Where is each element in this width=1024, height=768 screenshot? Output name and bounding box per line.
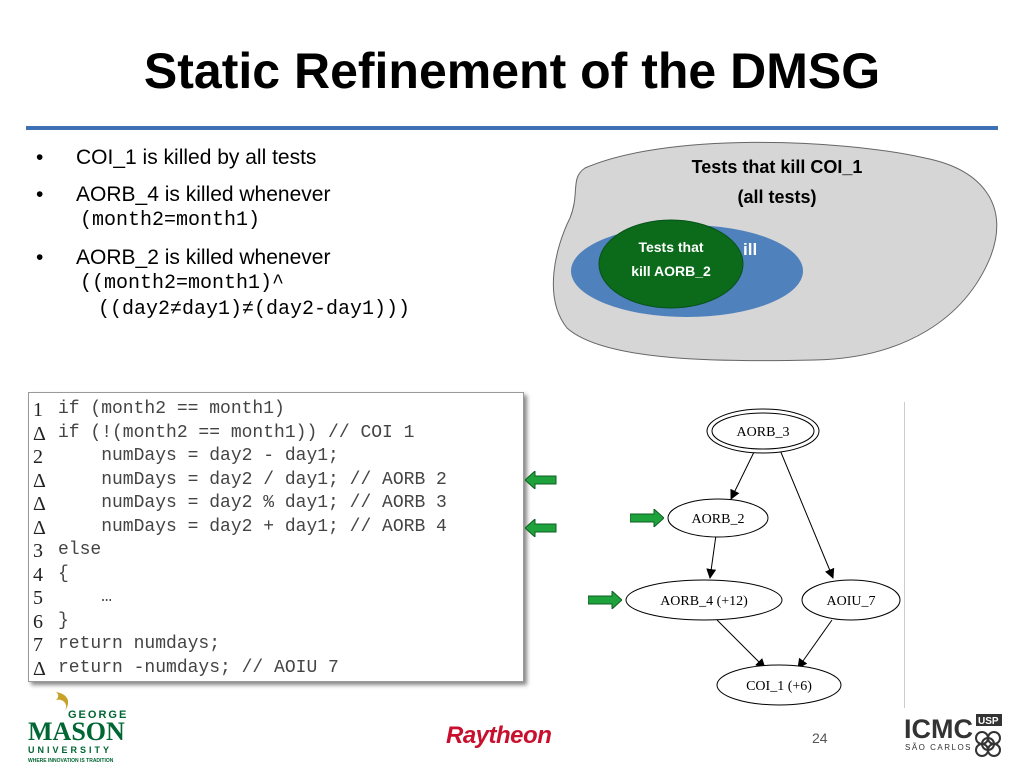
graph-edge — [706, 534, 717, 579]
code-line-number: 5 — [33, 587, 43, 609]
raytheon-logo: Raytheon — [446, 722, 552, 749]
subsumption-graph: AORB_3 AORB_2 AORB_4 (+12) AOIU_7 COI_1 … — [625, 408, 901, 706]
bullet-list: • COI_1 is killed by all tests • AORB_4 … — [36, 145, 556, 334]
bullet-code: ((day2≠day1)≠(day2-day1))) — [98, 298, 411, 321]
code-line-text: … — [58, 587, 113, 607]
mason-flame-icon — [56, 692, 69, 712]
slide-title: Static Refinement of the DMSG — [143, 43, 881, 99]
usp-badge — [976, 714, 1002, 726]
bullet-dot-icon: • — [36, 246, 44, 269]
code-line-number: Δ — [33, 422, 46, 445]
graph-separator — [904, 402, 905, 708]
code-line-number: 7 — [33, 634, 43, 656]
code-line-text: } — [58, 610, 69, 631]
code-line-number: 6 — [33, 610, 43, 633]
graph-node-label: AOIU_7 — [827, 594, 876, 609]
bullet-text: AORB_4 is killed whenever — [76, 183, 331, 206]
code-line-text: if (!(month2 == month1)) // COI 1 — [58, 422, 415, 443]
code-line-text: else — [58, 540, 102, 560]
left-arrow-icon — [525, 519, 557, 537]
graph-node-aorb2 — [667, 498, 769, 538]
usp-text: USP — [978, 716, 999, 727]
code-line-text: return numdays; — [58, 634, 221, 654]
code-line-text: return -numdays; // AOIU 7 — [58, 657, 339, 678]
graph-arrow-aorb4 — [588, 591, 622, 609]
title-divider — [26, 126, 998, 130]
graph-node-label: AORB_2 — [692, 512, 745, 527]
graph-node-aoiu7 — [801, 579, 901, 621]
code-line-number: 1 — [33, 399, 43, 421]
right-arrow-icon — [630, 509, 664, 527]
venn-inner-region — [598, 219, 744, 309]
mason-george-text: GEORGE — [68, 709, 128, 721]
graph-node-coi1 — [716, 664, 842, 706]
bullet-item: • COI_1 is killed by all tests — [36, 145, 556, 171]
graph-node-aorb4 — [625, 579, 783, 621]
bullet-dot-icon: • — [36, 183, 44, 206]
code-line-text: numDays = day2 - day1; — [58, 446, 339, 466]
mason-university-text: UNIVERSITY — [28, 745, 112, 755]
right-arrow-icon — [588, 591, 622, 609]
venn-inner-label: kill AORB_2 — [631, 263, 711, 279]
graph-node-label: COI_1 (+6) — [746, 679, 812, 694]
graph-node-label: AORB_4 (+12) — [660, 594, 748, 609]
code-line-number: Δ — [33, 493, 46, 515]
graph-node-label: AORB_3 — [737, 425, 790, 440]
code-line-number: 3 — [33, 540, 43, 562]
code-arrow-aorb4 — [525, 519, 557, 537]
graph-edge — [730, 449, 756, 500]
code-line-text: numDays = day2 / day1; // AORB 2 — [58, 469, 447, 490]
code-line-text: numDays = day2 + day1; // AORB 4 — [58, 516, 447, 537]
bullet-code: (month2=month1) — [80, 209, 261, 232]
venn-outer-label: (all tests) — [737, 187, 816, 207]
venn-diagram: Tests that kill COI_1 (all tests) ill Te… — [552, 141, 998, 362]
graph-edge — [716, 619, 766, 669]
icmc-knot-icon — [975, 731, 1001, 757]
page-number: 24 — [812, 730, 828, 746]
george-mason-logo: GEORGE MASON UNIVERSITY WHERE INNOVATION… — [28, 692, 128, 764]
code-line-number: Δ — [33, 657, 46, 680]
bullet-code: ((month2=month1)^ — [80, 272, 285, 295]
graph-edge — [779, 449, 835, 579]
bullet-dot-icon: • — [36, 146, 44, 169]
icmc-text: ICMC — [904, 714, 973, 744]
code-line-number: Δ — [33, 516, 46, 539]
mason-tagline-text: WHERE INNOVATION IS TRADITION — [28, 758, 114, 764]
bullet-item: • AORB_2 is killed whenever ((month2=mon… — [36, 245, 556, 323]
bullet-text: AORB_2 is killed whenever — [76, 246, 331, 269]
bullet-text: COI_1 is killed by all tests — [76, 146, 317, 169]
code-line-text: if (month2 == month1) — [58, 399, 285, 419]
graph-node-aorb3 — [706, 408, 820, 454]
graph-arrow-aorb2 — [630, 509, 664, 527]
venn-outer-label: Tests that kill COI_1 — [692, 157, 863, 177]
bullet-item: • AORB_4 is killed whenever (month2=mont… — [36, 182, 556, 234]
code-line-number: 2 — [33, 446, 43, 468]
code-line-text: { — [58, 563, 69, 584]
code-line-number: Δ — [33, 469, 46, 492]
mason-name-text: MASON — [28, 717, 125, 746]
graph-node-aorb3-ring — [711, 412, 815, 450]
left-arrow-icon — [525, 471, 557, 489]
code-line-number: 4 — [33, 563, 43, 586]
icmc-city-text: SÃO CARLOS — [905, 743, 972, 752]
venn-middle-label: ill — [743, 240, 757, 259]
venn-inner-label: Tests that — [638, 239, 703, 255]
graph-edge — [797, 619, 833, 669]
code-arrow-aorb2 — [525, 471, 557, 489]
icmc-logo: ICMC USP SÃO CARLOS — [904, 714, 1002, 757]
code-line-text: numDays = day2 % day1; // AORB 3 — [58, 493, 447, 513]
